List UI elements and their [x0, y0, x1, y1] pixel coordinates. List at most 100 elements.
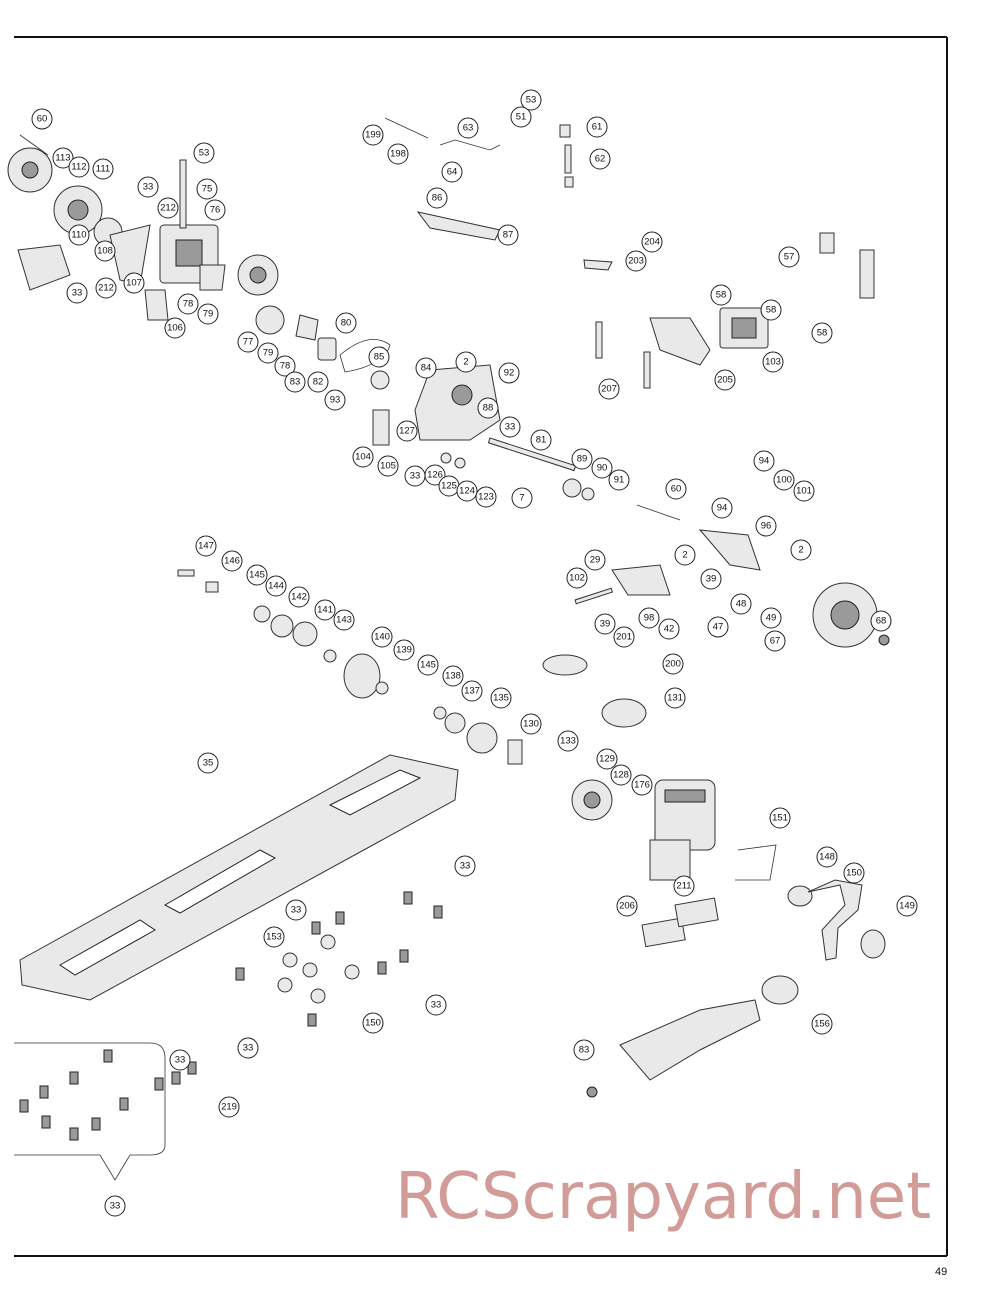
- callout-124: 124: [456, 480, 478, 502]
- callout-60: 60: [665, 478, 687, 500]
- callout-circle: [710, 284, 732, 306]
- callout-label: 201: [616, 632, 632, 643]
- callout-label: 204: [644, 237, 660, 248]
- callout-label: 200: [665, 659, 681, 670]
- callout-label: 60: [37, 114, 48, 125]
- callout-label: 150: [846, 868, 862, 879]
- callout-circle: [68, 156, 90, 178]
- callout-circle: [616, 895, 638, 917]
- callout-label: 79: [203, 309, 214, 320]
- callout-label: 83: [579, 1045, 590, 1056]
- callout-205: 205: [714, 369, 736, 391]
- callout-circle: [896, 895, 918, 917]
- callout-circle: [566, 567, 588, 589]
- callout-circle: [425, 994, 447, 1016]
- callout-63: 63: [457, 117, 479, 139]
- callout-label: 135: [493, 693, 509, 704]
- callout-circle: [284, 371, 306, 393]
- callout-circle: [477, 397, 499, 419]
- callout-label: 2: [463, 357, 468, 368]
- callout-label: 106: [167, 323, 183, 334]
- callout-label: 51: [516, 112, 527, 123]
- callout-201: 201: [613, 626, 635, 648]
- callout-label: 33: [243, 1043, 254, 1054]
- callout-label: 144: [268, 581, 284, 592]
- callout-label: 150: [365, 1018, 381, 1029]
- callout-61: 61: [586, 116, 608, 138]
- callout-label: 58: [766, 305, 777, 316]
- callout-circle: [662, 653, 684, 675]
- callout-76: 76: [204, 199, 226, 221]
- callout-circle: [613, 626, 635, 648]
- callout-label: 94: [759, 456, 770, 467]
- callout-circle: [700, 568, 722, 590]
- callout-circle: [442, 665, 464, 687]
- callout-label: 92: [504, 368, 515, 379]
- callout-92: 92: [498, 362, 520, 384]
- callout-label: 127: [399, 426, 415, 437]
- callout-33: 33: [285, 899, 307, 921]
- callout-label: 29: [590, 555, 601, 566]
- callout-label: 33: [143, 182, 154, 193]
- callout-circle: [760, 299, 782, 321]
- callout-label: 139: [396, 645, 412, 656]
- callout-label: 93: [330, 395, 341, 406]
- callout-110: 110: [68, 224, 90, 246]
- callout-circle: [52, 147, 74, 169]
- callout-79: 79: [197, 303, 219, 325]
- callout-47: 47: [707, 616, 729, 638]
- callout-circle: [123, 272, 145, 294]
- callout-label: 53: [199, 148, 210, 159]
- callout-label: 153: [266, 932, 282, 943]
- callout-62: 62: [589, 148, 611, 170]
- callout-93: 93: [324, 389, 346, 411]
- callout-79: 79: [257, 342, 279, 364]
- callout-circle: [288, 586, 310, 608]
- callout-147: 147: [195, 535, 217, 557]
- callout-145: 145: [417, 654, 439, 676]
- callout-104: 104: [352, 446, 374, 468]
- callout-137: 137: [461, 680, 483, 702]
- callout-156: 156: [811, 1013, 833, 1035]
- callout-circle: [571, 448, 593, 470]
- clutch-gear-train: [177, 569, 523, 765]
- callout-circle: [658, 618, 680, 640]
- callout-105: 105: [377, 455, 399, 477]
- callout-circle: [387, 143, 409, 165]
- callout-circle: [417, 654, 439, 676]
- callout-207: 207: [598, 378, 620, 400]
- callout-33: 33: [425, 994, 447, 1016]
- callout-label: 145: [420, 660, 436, 671]
- callout-label: 82: [313, 377, 324, 388]
- callout-33: 33: [104, 1195, 126, 1217]
- callout-circle: [177, 293, 199, 315]
- callout-83: 83: [573, 1039, 595, 1061]
- callout-label: 90: [597, 463, 608, 474]
- callout-label: 33: [460, 861, 471, 872]
- callout-circle: [594, 613, 616, 635]
- callout-circle: [870, 610, 892, 632]
- callout-label: 104: [355, 452, 371, 463]
- callout-circle: [499, 416, 521, 438]
- callout-circle: [778, 246, 800, 268]
- callout-label: 94: [717, 503, 728, 514]
- callout-84: 84: [415, 357, 437, 379]
- callout-89: 89: [571, 448, 593, 470]
- callout-203: 203: [625, 250, 647, 272]
- callout-circle: [415, 357, 437, 379]
- callout-label: 143: [336, 615, 352, 626]
- callout-label: 203: [628, 256, 644, 267]
- callout-circle: [362, 1012, 384, 1034]
- callout-label: 57: [784, 252, 795, 263]
- callout-39: 39: [594, 613, 616, 635]
- callout-label: 137: [464, 686, 480, 697]
- shock-tower-assembly: [583, 232, 875, 389]
- callout-label: 33: [72, 288, 83, 299]
- callout-153: 153: [263, 926, 285, 948]
- callout-label: 77: [243, 337, 254, 348]
- callout-circle: [490, 687, 512, 709]
- callout-circle: [454, 855, 476, 877]
- callout-label: 85: [374, 352, 385, 363]
- diff-and-belt-assembly: [237, 254, 595, 501]
